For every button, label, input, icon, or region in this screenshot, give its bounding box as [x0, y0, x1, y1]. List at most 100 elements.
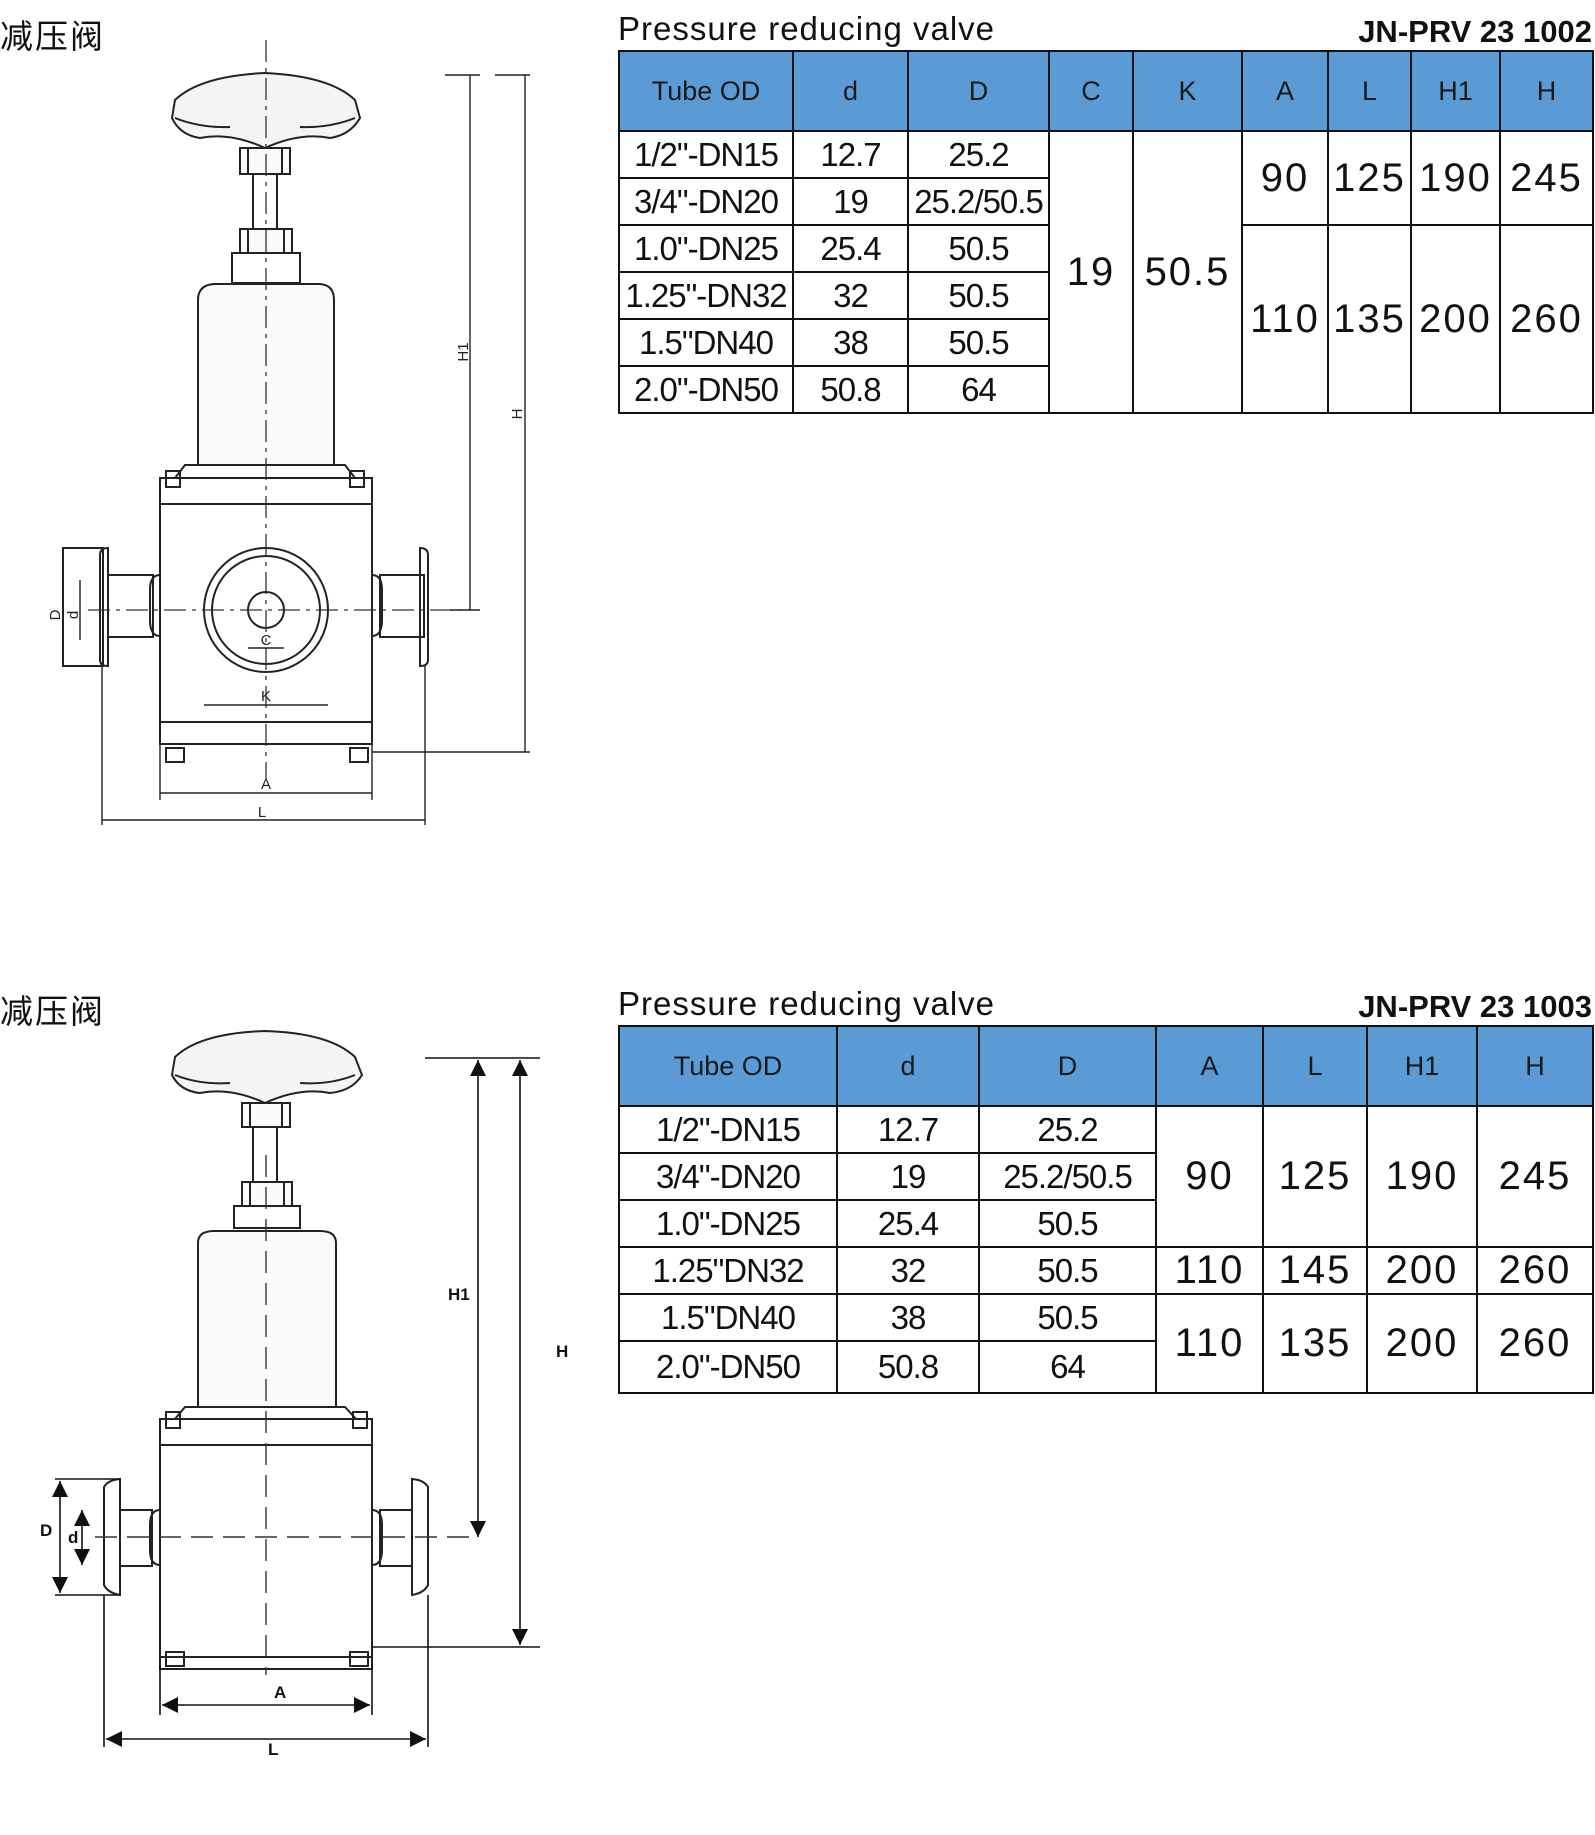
cell-tube-od: 1.5"DN40 — [618, 1293, 838, 1342]
cell-d-outer: 25.2/50.5 — [907, 177, 1050, 226]
cell-d-inner: 32 — [836, 1246, 980, 1295]
table-row: 1.5"DN40 38 50.5 110 135 200 260 — [618, 1293, 1594, 1394]
cell-tube-od: 1/2"-DN15 — [618, 1105, 838, 1154]
dim-a-label: A — [261, 776, 271, 793]
dim-d-outer-label: D — [47, 609, 64, 620]
col-header-tube-od: Tube OD — [618, 1025, 838, 1107]
table-title: Pressure reducing valve — [618, 10, 996, 47]
dim-h1-label: H1 — [448, 1285, 470, 1304]
cell-h1-group-a: 190 — [1410, 130, 1501, 226]
col-header-l: L — [1262, 1025, 1368, 1107]
cell-d-inner: 25.4 — [792, 224, 909, 273]
dim-h1-label: H1 — [455, 342, 472, 361]
dim-c-label: C — [261, 632, 272, 649]
cell-h1-group-b: 200 — [1410, 224, 1501, 414]
table-row: 3/4"-DN20 19 25.2/50.5 — [618, 1152, 1593, 1201]
cell-tube-od: 1.25"DN32 — [618, 1246, 838, 1295]
cell-a-group-b: 110 — [1241, 224, 1329, 414]
cell-d-outer: 50.5 — [907, 224, 1050, 273]
cell-tube-od: 1/2"-DN15 — [618, 130, 794, 179]
table-row: 1.5"DN40 38 50.5 — [618, 318, 1593, 367]
cell-d-outer: 50.5 — [978, 1293, 1157, 1342]
cell-tube-od: 1.5"DN40 — [618, 318, 794, 367]
dim-d-inner-label: d — [65, 611, 82, 619]
col-header-h1: H1 — [1366, 1025, 1478, 1107]
cell-d-outer: 50.5 — [907, 318, 1050, 367]
cell-d-inner: 12.7 — [836, 1105, 980, 1154]
col-header-d-inner: d — [836, 1025, 980, 1107]
cell-d-outer: 25.2 — [907, 130, 1050, 179]
chinese-title: 减压阀 — [0, 992, 105, 1031]
spec-table-1003: Tube OD d D A L H1 H 1/2"-DN15 12.7 25.2… — [618, 1025, 1594, 1394]
valve-drawing-1003: H1 H D d A L — [40, 1029, 568, 1759]
spec-table-1002: Tube OD d D C K A L H1 H 1/2"-DN15 12.7 … — [618, 50, 1594, 414]
cell-tube-od: 2.0"-DN50 — [618, 1340, 838, 1394]
cell-h-group-b: 260 — [1476, 1293, 1594, 1394]
col-header-k: K — [1132, 50, 1243, 132]
col-header-h: H — [1499, 50, 1594, 132]
cell-tube-od: 3/4"-DN20 — [618, 1152, 838, 1201]
valve-drawing-1002: H1 H D d C K A L — [47, 40, 530, 825]
cell-d-outer: 64 — [978, 1340, 1157, 1394]
cell-a-group-a: 90 — [1241, 130, 1329, 226]
col-header-h1: H1 — [1410, 50, 1501, 132]
handwheel-icon — [170, 71, 362, 150]
cell-a-group-mid: 110 — [1155, 1246, 1264, 1295]
handwheel-icon — [170, 1029, 364, 1105]
col-header-a: A — [1155, 1025, 1264, 1107]
col-header-d-inner: d — [792, 50, 909, 132]
dim-l-label: L — [268, 1740, 278, 1759]
cell-h-group-a: 245 — [1499, 130, 1594, 226]
cell-h-group-b: 260 — [1499, 224, 1594, 414]
cell-d-outer: 50.5 — [907, 271, 1050, 320]
cell-d-inner: 38 — [836, 1293, 980, 1342]
cell-tube-od: 1.0"-DN25 — [618, 224, 794, 273]
col-header-c: C — [1048, 50, 1134, 132]
cell-d-outer: 50.5 — [978, 1246, 1157, 1295]
cell-d-inner: 50.8 — [792, 365, 909, 414]
cell-d-outer: 25.2/50.5 — [978, 1152, 1157, 1201]
dim-k-label: K — [261, 688, 271, 705]
table-row: 1/2"-DN15 12.7 25.2 19 50.5 90 125 190 2… — [618, 130, 1594, 414]
cell-h1-group-mid: 200 — [1366, 1246, 1478, 1295]
cell-d-inner: 32 — [792, 271, 909, 320]
table-row: 1.25"-DN32 32 50.5 — [618, 271, 1593, 320]
col-header-d-outer: D — [978, 1025, 1157, 1107]
chinese-title: 减压阀 — [0, 17, 105, 56]
cell-d-outer: 50.5 — [978, 1199, 1157, 1248]
dim-d-inner-label: d — [68, 1528, 78, 1547]
cell-tube-od: 3/4"-DN20 — [618, 177, 794, 226]
cell-tube-od: 1.25"-DN32 — [618, 271, 794, 320]
dim-h-label: H — [556, 1342, 568, 1361]
cell-d-inner: 50.8 — [836, 1340, 980, 1394]
cell-c: 19 — [1048, 130, 1134, 414]
dim-h-label: H — [509, 409, 526, 420]
cell-d-inner: 25.4 — [836, 1199, 980, 1248]
cell-d-outer: 25.2 — [978, 1105, 1157, 1154]
dim-d-outer-label: D — [40, 1521, 52, 1540]
col-header-a: A — [1241, 50, 1329, 132]
table-row: 1.25"DN32 32 50.5 110 145 200 260 — [618, 1246, 1594, 1295]
col-header-tube-od: Tube OD — [618, 50, 794, 132]
table-row: 3/4"-DN20 19 25.2/50.5 — [618, 177, 1593, 226]
col-header-h: H — [1476, 1025, 1594, 1107]
cell-h1-group-a: 190 — [1366, 1105, 1478, 1248]
col-header-d-outer: D — [907, 50, 1050, 132]
cell-a-group-b: 110 — [1155, 1293, 1264, 1394]
table-header-row: Tube OD d D C K A L H1 H — [618, 50, 1594, 132]
cell-l-group-mid: 145 — [1262, 1246, 1368, 1295]
cell-d-inner: 19 — [836, 1152, 980, 1201]
cell-l-group-a: 125 — [1327, 130, 1412, 226]
valve-section-1002: 减压阀 — [0, 0, 1595, 860]
cell-tube-od: 1.0"-DN25 — [618, 1199, 838, 1248]
valve-section-1003: 减压阀 — [0, 975, 1595, 1835]
cell-l-group-b: 135 — [1262, 1293, 1368, 1394]
cell-h-group-a: 245 — [1476, 1105, 1594, 1248]
cell-d-inner: 12.7 — [792, 130, 909, 179]
cell-d-inner: 38 — [792, 318, 909, 367]
model-code: JN-PRV 23 1002 — [1358, 14, 1592, 49]
cell-h-group-mid: 260 — [1476, 1246, 1594, 1295]
table-row: 2.0"-DN50 50.8 64 — [618, 365, 1593, 414]
cell-k: 50.5 — [1132, 130, 1243, 414]
dim-a-label: A — [274, 1683, 286, 1702]
